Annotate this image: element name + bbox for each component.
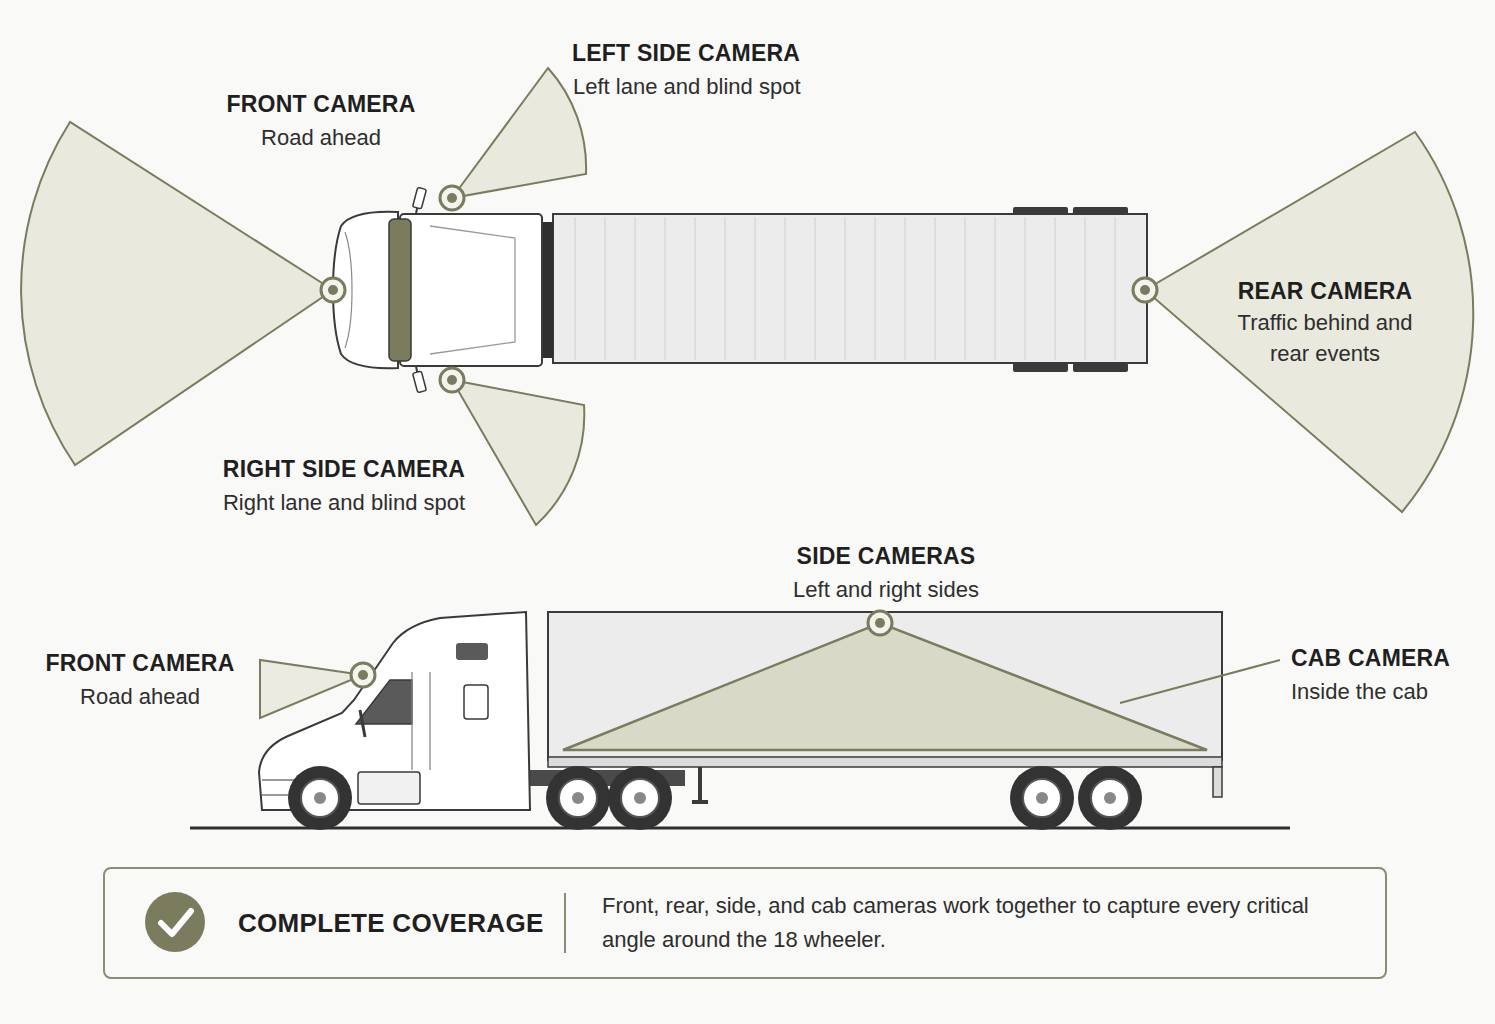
rear-bumper xyxy=(1213,767,1222,797)
camera-heading: RIGHT SIDE CAMERA xyxy=(223,456,465,483)
trailer-rail xyxy=(548,757,1222,767)
windshield xyxy=(389,219,411,361)
mirror xyxy=(413,187,427,209)
camera-lens xyxy=(1140,285,1150,295)
wheel xyxy=(546,766,610,830)
camera-lens xyxy=(447,375,457,385)
left-camera-fov xyxy=(452,68,586,198)
camera-description: Road ahead xyxy=(261,125,381,151)
wheel-rim xyxy=(1091,779,1129,817)
camera-heading: CAB CAMERA xyxy=(1291,645,1450,672)
camera-marker xyxy=(351,663,375,687)
landing-gear xyxy=(692,767,708,802)
sleeper-window xyxy=(456,643,488,660)
wheel xyxy=(1010,766,1074,830)
box-heading: COMPLETE COVERAGE xyxy=(238,908,544,939)
box-body: Front, rear, side, and cab cameras work … xyxy=(602,889,1322,957)
wheel-hub xyxy=(1036,792,1048,804)
rear-camera-fov xyxy=(1145,132,1473,512)
camera-marker xyxy=(868,611,892,635)
camera-heading: FRONT CAMERA xyxy=(46,650,235,677)
right-camera-fov xyxy=(452,380,584,525)
side-camera-fov xyxy=(563,623,1207,750)
camera-marker xyxy=(440,368,464,392)
camera-description: Left and right sides xyxy=(793,577,979,603)
mirror xyxy=(413,371,427,393)
check-badge xyxy=(145,892,205,952)
trailer-wheel xyxy=(1013,363,1068,372)
trailer-top xyxy=(553,214,1147,363)
camera-description: Road ahead xyxy=(80,684,200,710)
front-camera-fov xyxy=(260,660,363,718)
leader-line xyxy=(1120,660,1280,703)
camera-heading: FRONT CAMERA xyxy=(227,91,416,118)
camera-lens xyxy=(358,670,368,680)
wheel xyxy=(1078,766,1142,830)
mirror-arm xyxy=(360,710,365,737)
wheel-hub xyxy=(634,792,646,804)
trailer-wheel xyxy=(1073,363,1128,372)
wheel xyxy=(608,766,672,830)
door-line xyxy=(412,672,430,770)
camera-marker xyxy=(1133,278,1157,302)
ground-line xyxy=(190,827,1290,830)
camera-description: Traffic behind and rear events xyxy=(1238,307,1413,369)
wheel xyxy=(288,766,352,830)
camera-icons xyxy=(321,186,1157,392)
camera-description: Left lane and blind spot xyxy=(573,74,801,100)
camera-lens xyxy=(447,193,457,203)
fuel-tank xyxy=(358,772,420,804)
camera-description: Inside the cab xyxy=(1291,679,1428,705)
check-mark xyxy=(161,911,191,934)
camera-heading: SIDE CAMERAS xyxy=(797,543,976,570)
wheel-rim xyxy=(1023,779,1061,817)
camera-heading: LEFT SIDE CAMERA xyxy=(572,40,800,67)
camera-description: Right lane and blind spot xyxy=(223,490,465,516)
sleeper-panel xyxy=(464,685,488,719)
trailer-side xyxy=(548,612,1222,760)
mirror-arm xyxy=(416,192,420,388)
camera-lens xyxy=(875,618,885,628)
camera-heading: REAR CAMERA xyxy=(1238,278,1413,305)
wheel-rim xyxy=(621,779,659,817)
wheel-hub xyxy=(572,792,584,804)
cab-body xyxy=(400,214,542,366)
camera-lens xyxy=(328,285,338,295)
camera-marker xyxy=(440,186,464,210)
summary-box: COMPLETE COVERAGE Front, rear, side, and … xyxy=(103,867,1387,979)
camera-marker xyxy=(321,278,345,302)
divider xyxy=(564,893,566,953)
front-camera-fov xyxy=(21,122,333,465)
roof-fairing xyxy=(430,226,515,354)
wheels xyxy=(288,766,1142,830)
trailer-ribs xyxy=(575,217,1115,360)
wheel-hub xyxy=(1104,792,1116,804)
wheel-hub xyxy=(314,792,326,804)
wheel-rim xyxy=(559,779,597,817)
wheel-rim xyxy=(301,779,339,817)
